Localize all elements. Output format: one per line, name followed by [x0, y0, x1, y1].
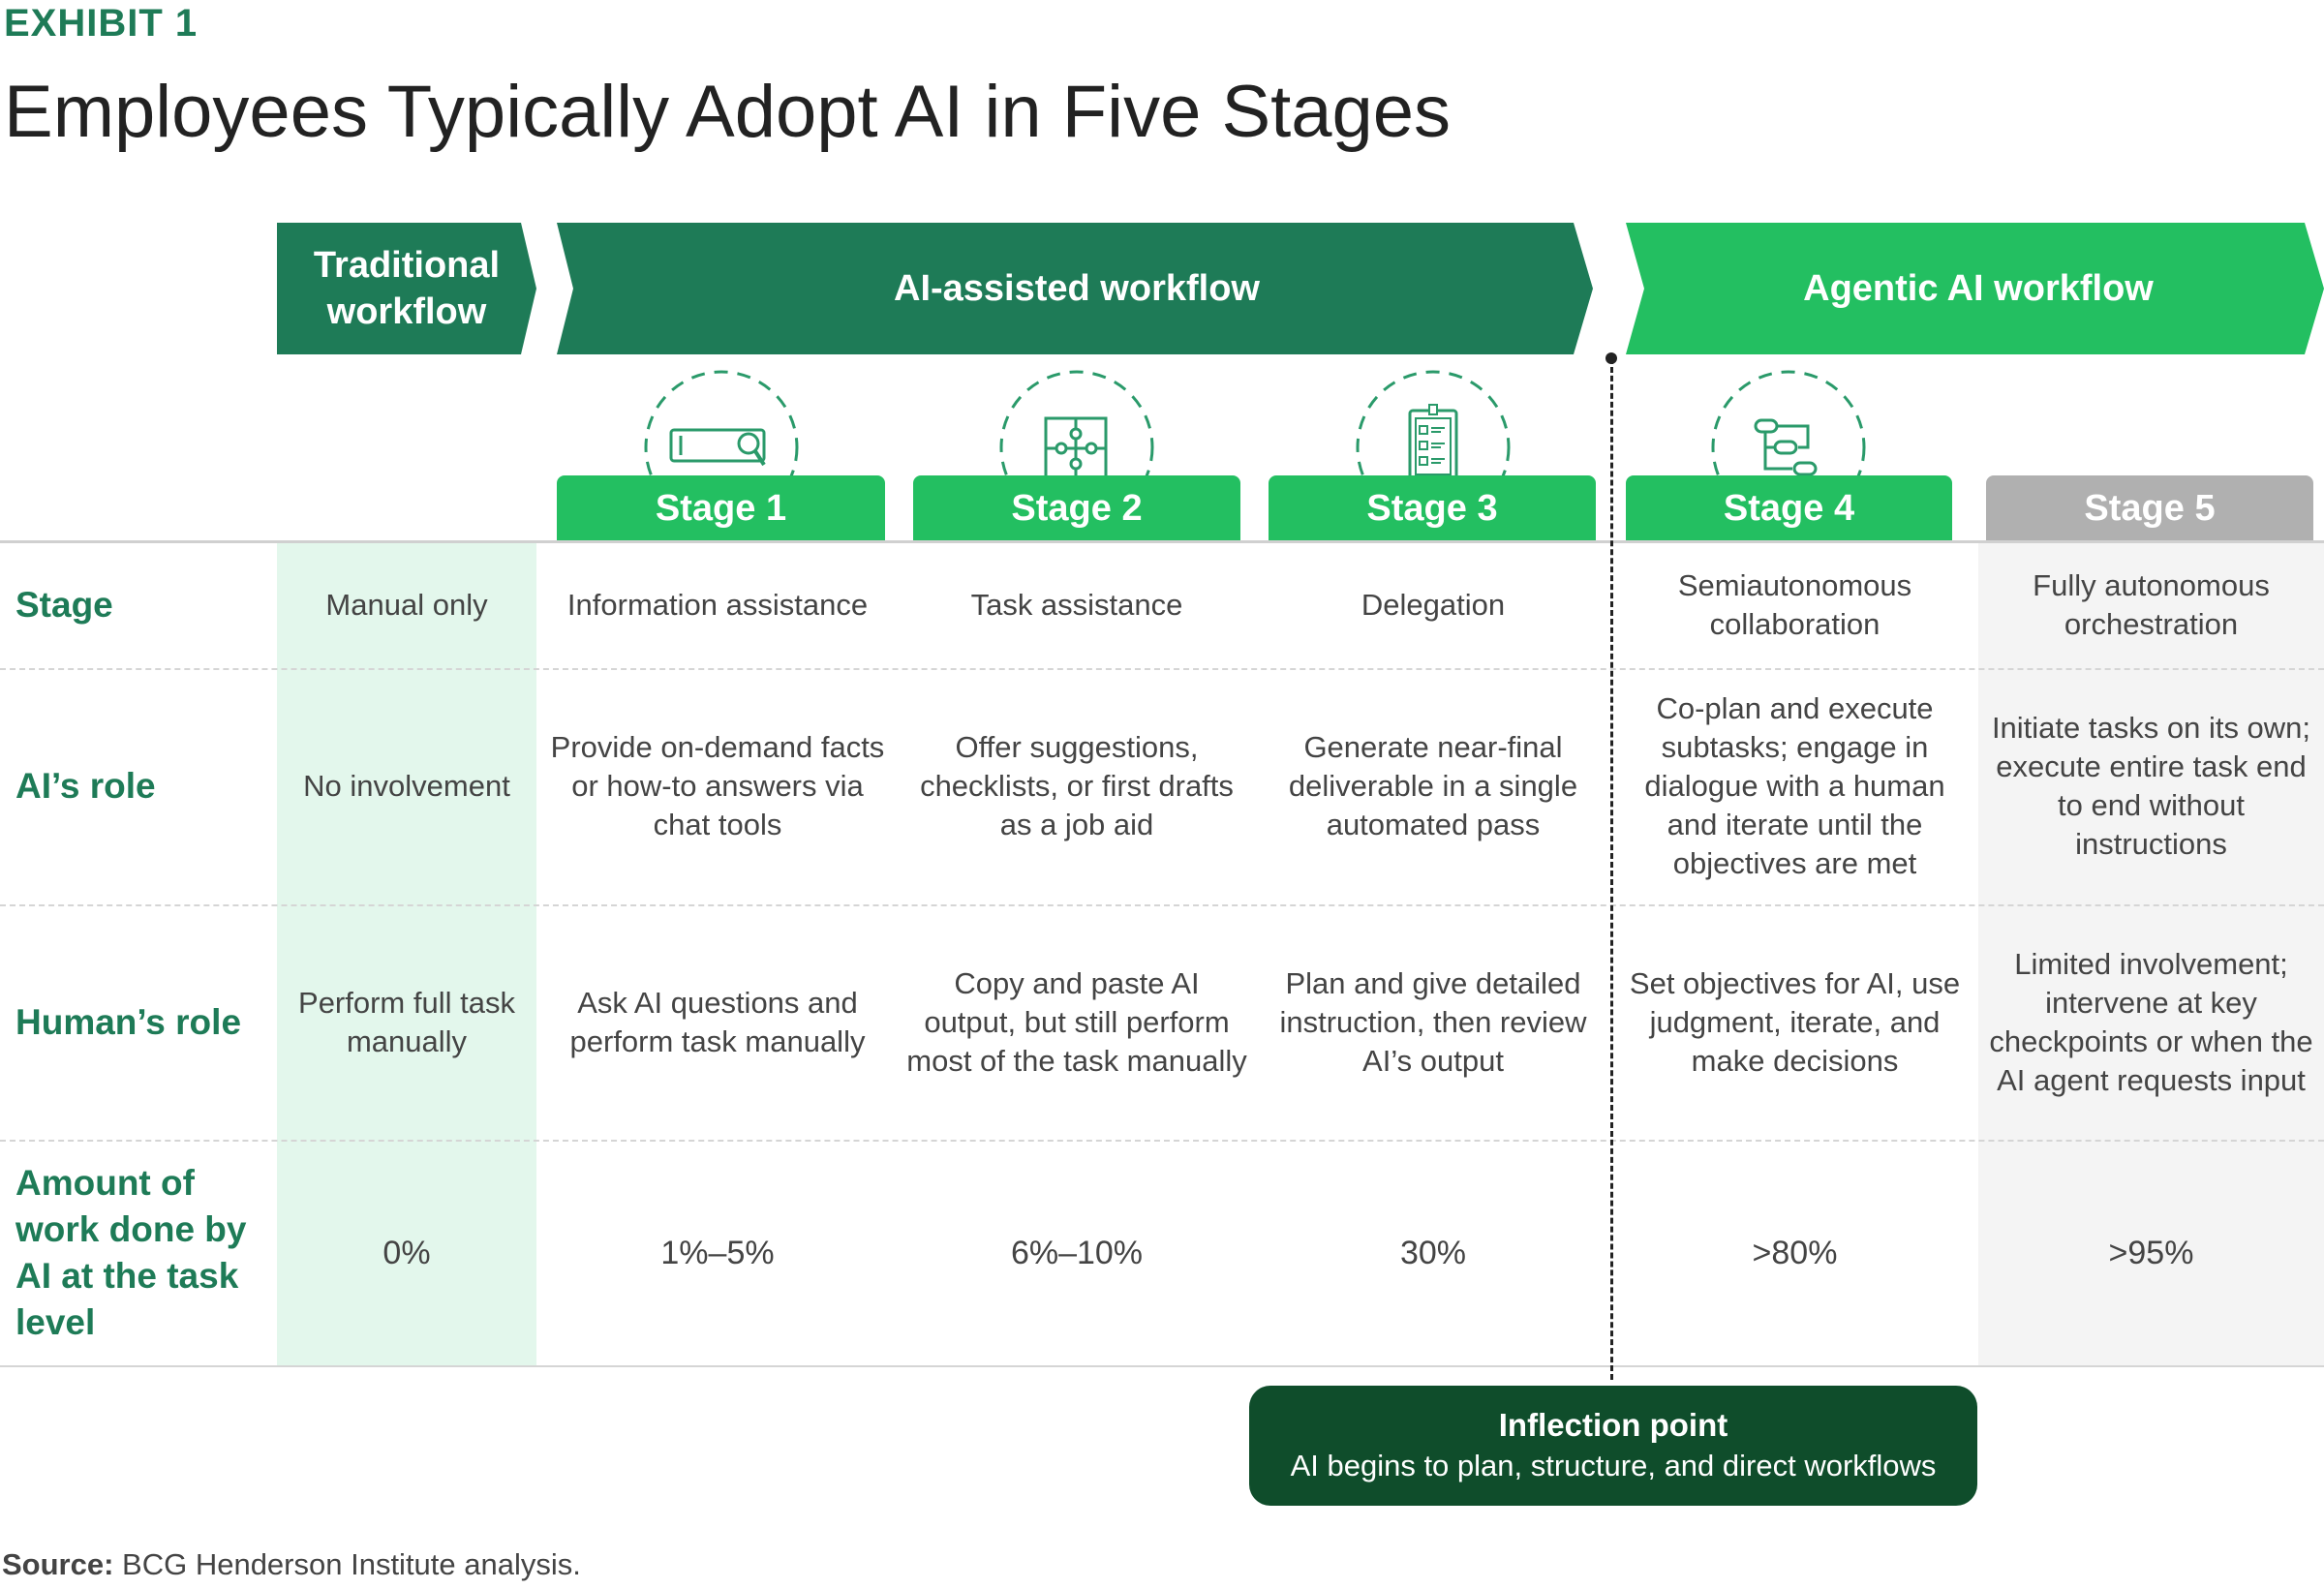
stage-3-tab: Stage 3 [1269, 475, 1596, 541]
source-note: Source: BCG Henderson Institute analysis… [2, 1547, 581, 1582]
row-divider [0, 904, 2324, 906]
cell-stage: Task assistance [970, 587, 1183, 622]
cell-ai-work-amount: >80% [1752, 1234, 1838, 1271]
row-label-stage: Stage [15, 584, 113, 625]
inflection-dot [1605, 352, 1617, 364]
agentic-banner-shape [1626, 223, 2324, 354]
cell-ai-work-amount: 30% [1399, 1234, 1467, 1271]
cell-ai-work-amount: 0% [382, 1234, 431, 1271]
cell-ai-role: Co-plan and execute subtasks; engage in … [1644, 691, 1945, 880]
source-label: Source: [2, 1547, 114, 1581]
traditional-banner-shape [277, 223, 536, 354]
cell-stage: Semiautonomous collaboration [1677, 567, 1912, 641]
cell-ai-work-amount: 6%–10% [1010, 1234, 1144, 1271]
cell-ai-role: Generate near-final deliverable in a sin… [1288, 730, 1578, 841]
cell-human-role: Limited involvement; intervene at key ch… [1989, 946, 2313, 1097]
cell-ai-role: No involvement [303, 769, 510, 803]
cell-human-role: Set objectives for AI, use judgment, ite… [1629, 965, 1961, 1078]
cell-ai-role: Provide on-demand facts or how-to answer… [550, 730, 885, 841]
stage-4-tab: Stage 4 [1626, 475, 1952, 541]
traditional-column-bg [277, 541, 536, 1365]
cell-stage: Fully autonomous orchestration [2033, 567, 2270, 641]
inflection-title: Inflection point [1498, 1407, 1728, 1443]
banner-agentic: Agentic AI workflow [1803, 268, 2154, 309]
row-label-human-role: Human’s role [15, 1001, 242, 1042]
row-divider [0, 668, 2324, 670]
ai-assisted-banner-shape [557, 223, 1593, 354]
row-divider [0, 1140, 2324, 1142]
table-bottom-line [0, 1365, 2324, 1367]
inflection-point-callout: Inflection point AI begins to plan, stru… [1249, 1386, 1977, 1506]
stage-5-tab: Stage 5 [1986, 475, 2313, 541]
source-text: BCG Henderson Institute analysis. [113, 1547, 581, 1581]
inflection-subtitle: AI begins to plan, structure, and direct… [1290, 1449, 1937, 1482]
banner-shapes [277, 223, 2324, 354]
row-label-ai-role: AI’s role [15, 766, 156, 806]
cell-stage: Delegation [1361, 587, 1506, 622]
cell-human-role: Plan and give detailed instruction, then… [1279, 965, 1587, 1078]
cell-human-role: Copy and paste AI output, but still perf… [906, 965, 1247, 1078]
inflection-divider [1610, 358, 1613, 1380]
cell-ai-role: Initiate tasks on its own; execute entir… [1991, 711, 2311, 861]
cell-human-role: Ask AI questions and perform task manual… [569, 985, 866, 1058]
banner-ai-assisted: AI-assisted workflow [894, 268, 1260, 309]
stage5-column-bg [1978, 541, 2324, 1365]
banner-traditional: Traditional workflow [313, 245, 501, 332]
cell-ai-role: Offer suggestions, checklists, or first … [920, 730, 1234, 841]
cell-ai-work-amount: >95% [2108, 1234, 2194, 1271]
stage-1-tab: Stage 1 [557, 475, 885, 541]
cell-human-role: Perform full task manually [298, 985, 515, 1058]
cell-stage: Information assistance [566, 587, 869, 622]
row-label-ai-work-amount: Amount of work done by AI at the task le… [15, 1162, 247, 1342]
cell-stage: Manual only [325, 587, 488, 622]
cell-ai-work-amount: 1%–5% [660, 1234, 775, 1271]
page-title: Employees Typically Adopt AI in Five Sta… [4, 71, 1452, 153]
table-top-line [0, 540, 2324, 543]
exhibit-label: EXHIBIT 1 [4, 2, 199, 45]
stage-2-tab: Stage 2 [913, 475, 1240, 541]
